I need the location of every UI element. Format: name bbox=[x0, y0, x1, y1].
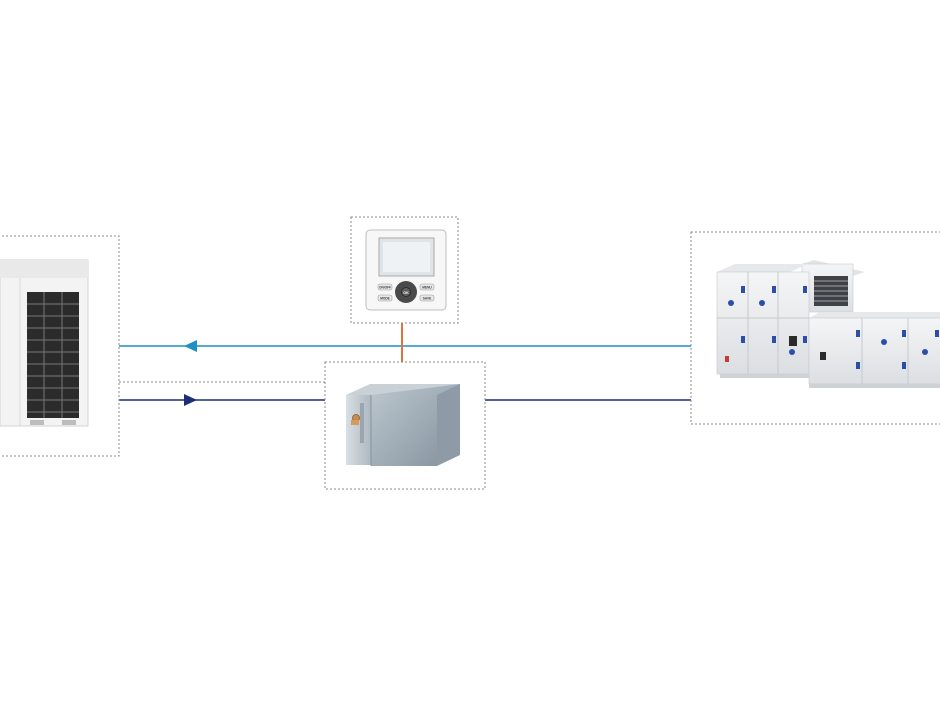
ahu-icon bbox=[716, 260, 940, 388]
controller-btn-mode: MODE bbox=[380, 296, 390, 300]
controller-btn-menu: MENU bbox=[422, 285, 432, 289]
controller-btn-save: SAVE bbox=[423, 296, 431, 300]
controller-icon: OK ON/OFF MENU MODE SAVE bbox=[365, 229, 447, 311]
return-flow-arrow bbox=[184, 340, 197, 352]
outdoor-unit-panel bbox=[0, 235, 120, 457]
connection-box-frame bbox=[324, 361, 486, 490]
connection-box-panel bbox=[324, 361, 486, 490]
controller-btn-onoff: ON/OFF bbox=[379, 285, 391, 289]
controller-btn-center: OK bbox=[403, 291, 409, 295]
connection-box-icon bbox=[346, 384, 460, 466]
air-handling-unit-panel bbox=[690, 231, 940, 425]
ahu-frame bbox=[690, 231, 940, 425]
outdoor-unit-icon bbox=[0, 259, 89, 427]
outdoor-unit-frame bbox=[0, 235, 120, 457]
controller-frame bbox=[350, 216, 459, 324]
supply-flow-arrow bbox=[184, 394, 197, 406]
connection-lines bbox=[119, 323, 691, 406]
wired-controller-panel: OK ON/OFF MENU MODE SAVE bbox=[350, 216, 459, 324]
